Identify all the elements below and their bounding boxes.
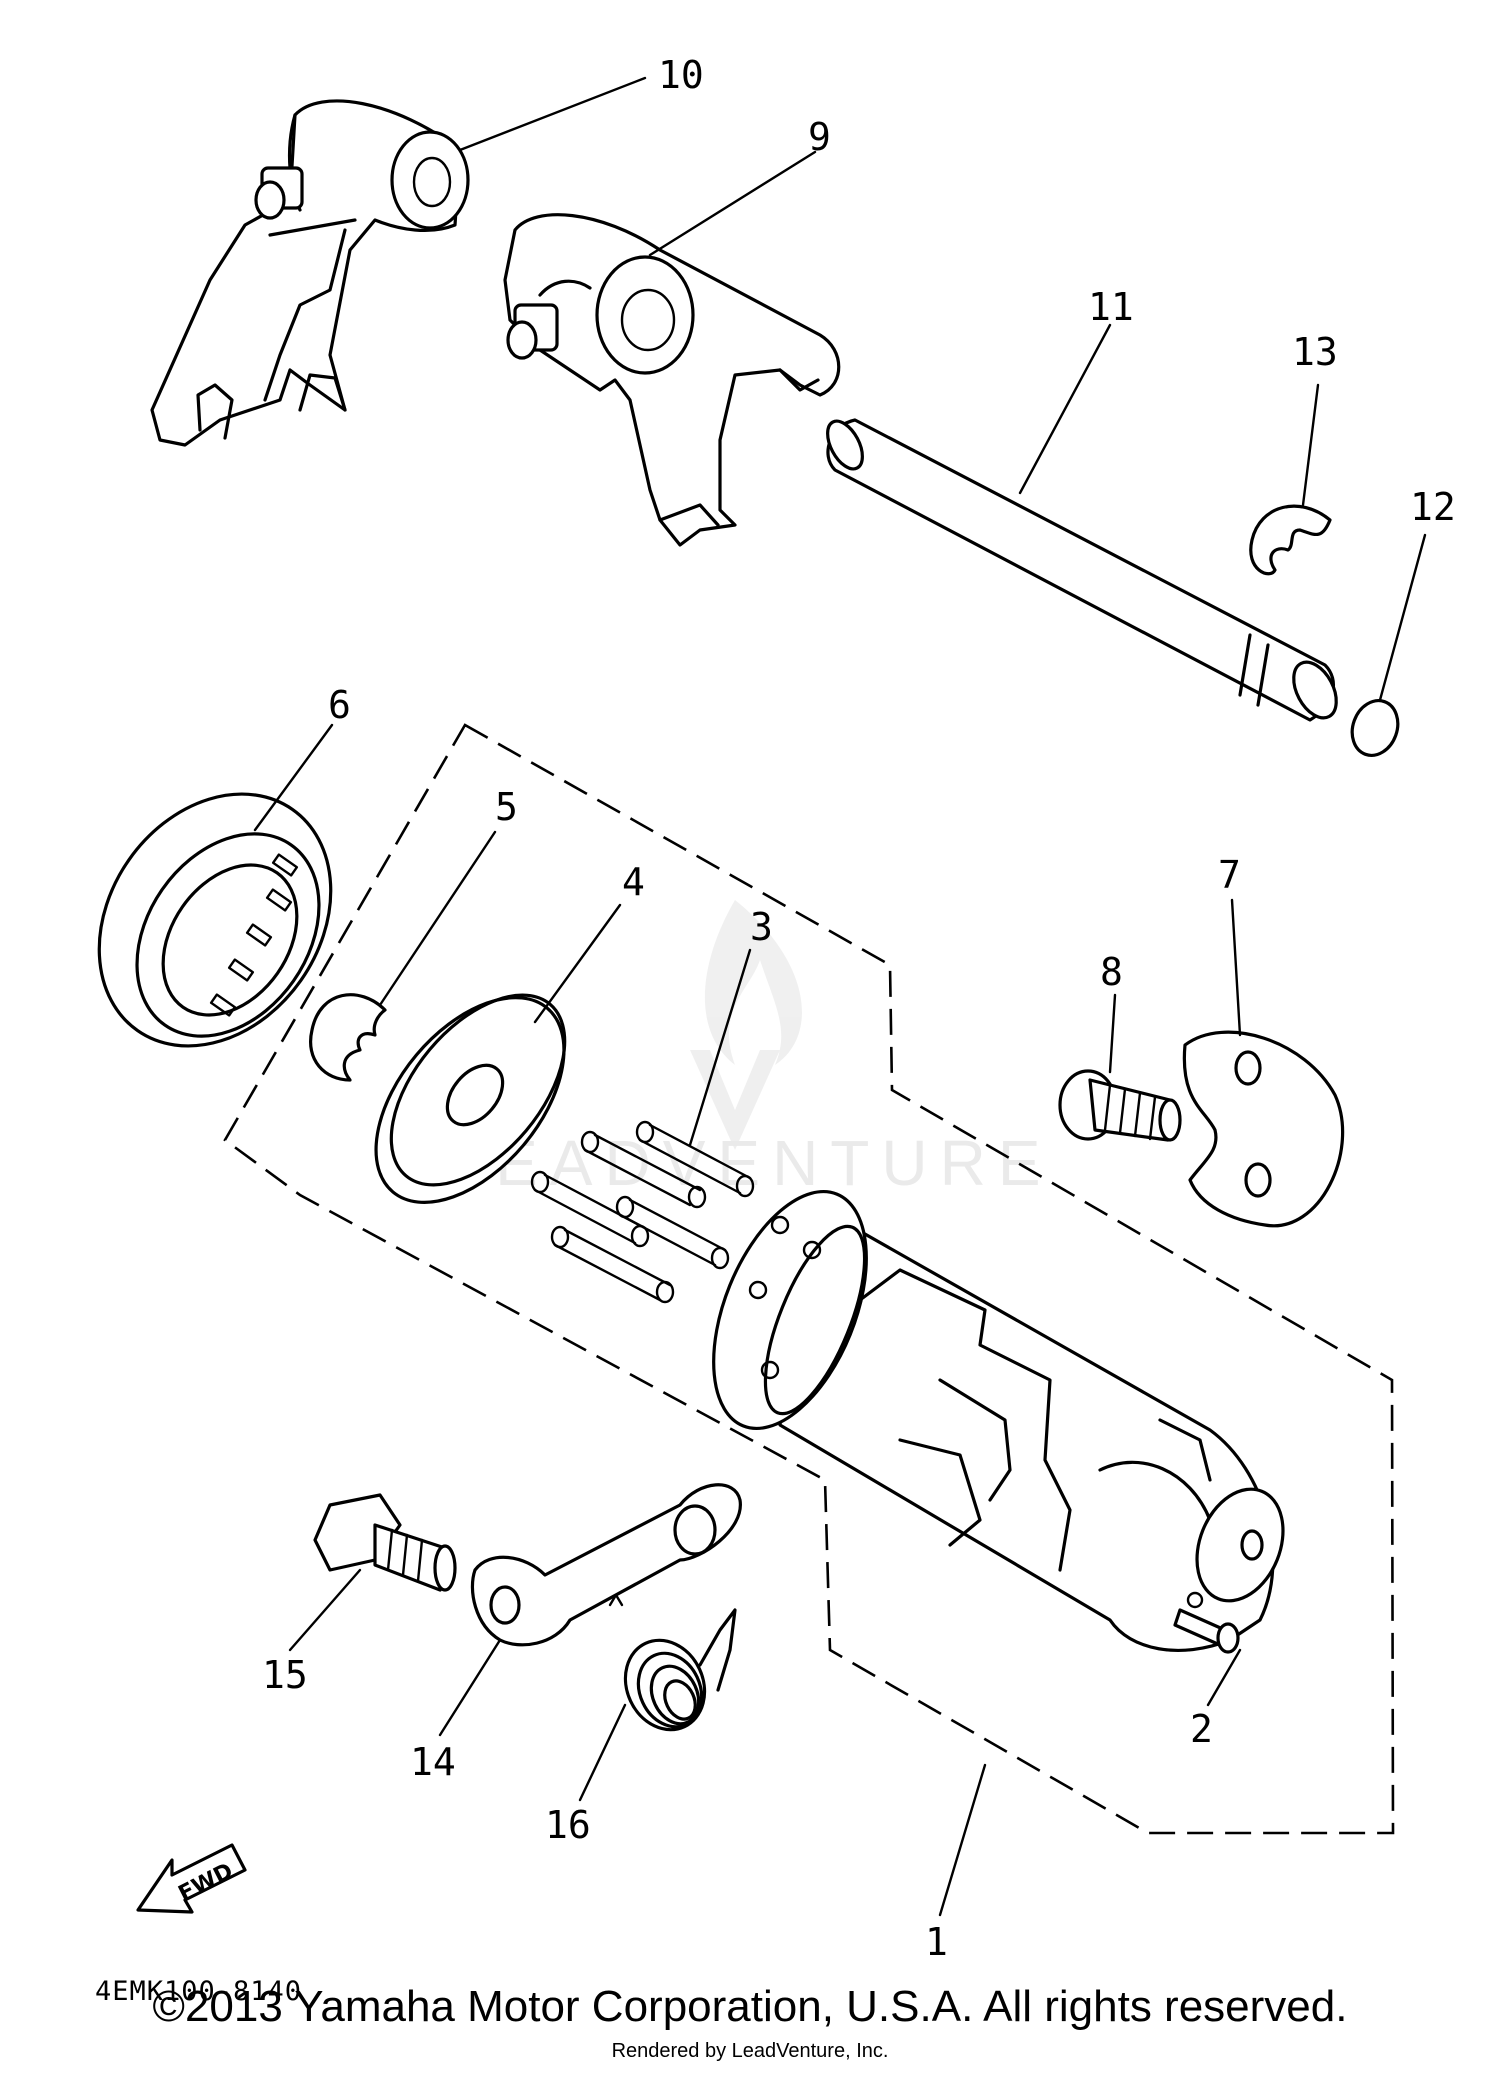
shift-fork-shaft-11 bbox=[826, 418, 1338, 722]
assembly-outline bbox=[223, 723, 1395, 1835]
bolt-15 bbox=[313, 1493, 457, 1592]
circlip-5 bbox=[309, 993, 387, 1082]
washer-4 bbox=[374, 993, 567, 1204]
callout-16: 16 bbox=[545, 1803, 591, 1847]
callout-8: 8 bbox=[1100, 950, 1123, 994]
callout-4: 4 bbox=[622, 860, 645, 904]
pin-2 bbox=[1173, 1608, 1240, 1654]
drawing-code: 4EMK100-8140 bbox=[95, 1976, 302, 2007]
callout-11: 11 bbox=[1088, 285, 1134, 329]
callout-3: 3 bbox=[750, 905, 773, 949]
watermark-logo bbox=[704, 900, 802, 1065]
callout-1: 1 bbox=[925, 1920, 948, 1964]
callout-10: 10 bbox=[658, 53, 704, 97]
callout-7: 7 bbox=[1218, 853, 1241, 897]
circlip-13 bbox=[1249, 504, 1332, 576]
callout-6: 6 bbox=[328, 683, 351, 727]
bearing-6 bbox=[97, 792, 333, 1048]
spring-16 bbox=[623, 1608, 737, 1732]
pins-3 bbox=[530, 1120, 755, 1304]
shift-fork-9 bbox=[503, 213, 841, 547]
callout-9: 9 bbox=[808, 115, 831, 159]
shift-fork-10 bbox=[150, 99, 470, 447]
bolt-8 bbox=[1058, 1069, 1182, 1142]
stopper-lever-14 bbox=[470, 1483, 742, 1647]
callout-15: 15 bbox=[262, 1653, 308, 1697]
callout-12: 12 bbox=[1410, 485, 1456, 529]
fwd-arrow-icon: FWD bbox=[136, 1843, 247, 1914]
callouts: 10 9 11 13 12 6 5 4 3 7 8 15 14 16 2 1 bbox=[262, 53, 1456, 1964]
callout-14: 14 bbox=[410, 1740, 456, 1784]
shift-drum-1 bbox=[712, 1189, 1285, 1652]
segment-plate-7 bbox=[1182, 1030, 1345, 1228]
leader-lines bbox=[253, 76, 1427, 1917]
o-ring-12 bbox=[1350, 699, 1400, 757]
callout-2: 2 bbox=[1190, 1707, 1213, 1751]
callout-13: 13 bbox=[1292, 330, 1338, 374]
rendered-by-notice: Rendered by LeadVenture, Inc. bbox=[611, 2040, 889, 2062]
callout-5: 5 bbox=[495, 785, 518, 829]
copyright-notice: ©2013 Yamaha Motor Corporation, U.S.A. A… bbox=[152, 1982, 1348, 2031]
watermark-text: LEADVENTURE bbox=[448, 1127, 1053, 1199]
